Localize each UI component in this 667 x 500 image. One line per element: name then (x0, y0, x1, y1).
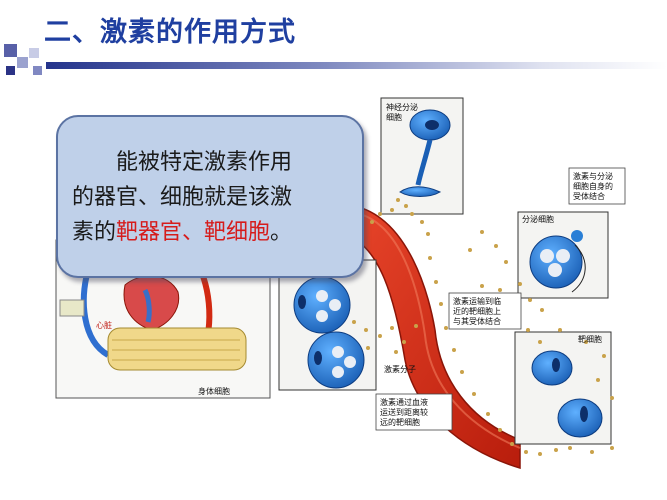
label-transport-blood-1: 激素通过血液 (380, 397, 428, 407)
callout-line-2: 的器官、细胞就是该激 (72, 185, 293, 210)
label-box-hormone-receptor (568, 167, 626, 205)
deco-square (29, 48, 39, 58)
label-transport-near-3: 与其受体结合 (453, 316, 501, 326)
callout-line-3: 素的靶器官、靶细胞。 (72, 220, 293, 245)
label-transport-blood-2: 运送到距离较 (380, 407, 428, 417)
label-box-transport-near (448, 292, 522, 330)
label-hormone-receptor-2: 细胞自身的 (573, 181, 613, 191)
deco-square (4, 44, 17, 57)
label-hormone-receptor-3: 受体结合 (573, 191, 605, 201)
label-box-transport-blood (375, 393, 453, 431)
label-hormone-molecule: 激素分子 (384, 364, 416, 374)
callout-line-1: 能被特定激素作用 (116, 150, 293, 175)
blood-vessel (344, 204, 521, 470)
page-title: 二、激素的作用方式 (44, 17, 296, 48)
deco-square (17, 57, 28, 68)
label-nerve-cell-1: 神经分泌 (386, 102, 418, 112)
label-secretory-cell: 分泌细胞 (522, 214, 554, 224)
label-body-cells: 身体细胞 (198, 386, 230, 396)
label-transport-near-2: 近的靶细胞上 (453, 306, 501, 316)
label-transport-near-1: 激素运输到临 (453, 296, 501, 306)
title-underline (46, 62, 667, 69)
label-transport-blood-3: 远的靶细胞 (380, 417, 420, 427)
label-target-cell: 靶细胞 (578, 334, 602, 344)
deco-square (6, 66, 15, 75)
label-hormone-receptor-1: 激素与分泌 (573, 171, 613, 181)
label-nerve-cell-2: 细胞 (386, 112, 402, 122)
definition-callout: 能被特定激素作用 的器官、细胞就是该激 素的靶器官、靶细胞。 (56, 115, 364, 278)
label-heart: 心脏 (96, 320, 112, 330)
deco-square (33, 66, 42, 75)
highlight-target-organ-cell: 靶器官、靶细胞 (116, 220, 271, 245)
